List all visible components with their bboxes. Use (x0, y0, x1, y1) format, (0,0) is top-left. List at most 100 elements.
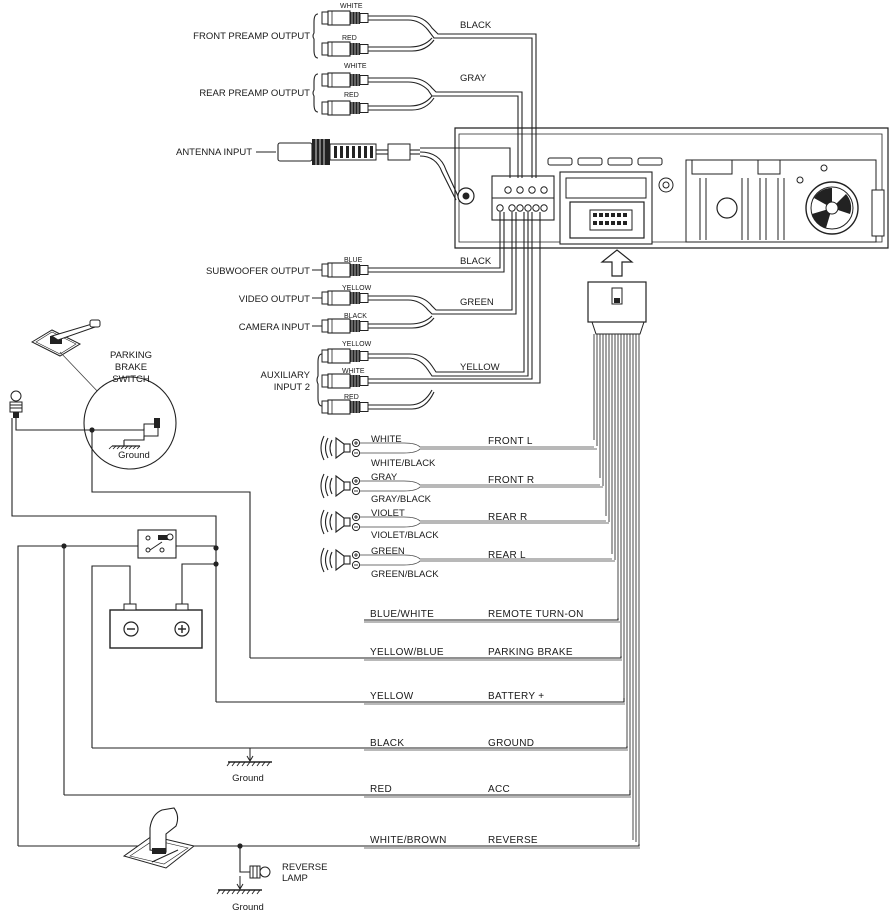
harness-parking-brake: YELLOW/BLUE PARKING BRAKE (250, 647, 622, 661)
speaker-plus-label: GREEN (371, 546, 405, 557)
subwoofer-label: SUBWOOFER OUTPUT (206, 266, 310, 277)
camera-input: CAMERA INPUT BLACK (239, 313, 435, 334)
front-red-plug-label: RED (342, 35, 357, 42)
parking-brake-switch: PARKING BRAKE SWITCH Ground (83, 350, 177, 470)
camera-plug-label: BLACK (344, 313, 367, 320)
speaker-front-l: WHITE WHITE/BLACK FRONT L (320, 434, 597, 469)
head-unit (454, 127, 889, 249)
wire-color-label: RED (370, 784, 392, 795)
aux-label-line2: INPUT 2 (274, 382, 310, 393)
harness-remote-turn-on: BLUE/WHITE REMOTE TURN-ON (364, 609, 620, 623)
up-arrow-icon (600, 249, 634, 277)
rca-plug-icon (321, 318, 369, 334)
rear-preamp-output: REAR PREAMP OUTPUT WHITE RED GRAY (199, 63, 523, 178)
gear-shifter-icon (122, 807, 196, 869)
harness-battery: YELLOW BATTERY + (216, 691, 625, 705)
ground-symbol-icon: Ground (226, 747, 273, 784)
video-label: VIDEO OUTPUT (239, 294, 310, 305)
rca-plug-icon (321, 72, 369, 88)
aux-white-plug-label: WHITE (342, 368, 365, 375)
speaker-rear-r: VIOLET VIOLET/BLACK REAR R (320, 508, 609, 541)
wire-function-label: REVERSE (488, 835, 538, 846)
speaker-rear-l: GREEN GREEN/BLACK REAR L (320, 546, 615, 580)
wire-function-label: GROUND (488, 738, 534, 749)
rca-plug-icon (321, 41, 369, 57)
harness-acc: RED ACC (64, 784, 631, 798)
subwoofer-plug-label: BLUE (344, 257, 363, 264)
parking-ground-label: Ground (118, 450, 150, 461)
wire-color-label: WHITE/BROWN (370, 835, 447, 846)
speaker-icon (320, 509, 361, 535)
speaker-icon (320, 473, 361, 499)
rear-preamp-label: REAR PREAMP OUTPUT (199, 88, 310, 99)
parking-label-line2: BRAKE (115, 362, 147, 373)
reverse-lamp-line2: LAMP (282, 873, 308, 884)
front-preamp-output: FRONT PREAMP OUTPUT WHITE RED BLACK (193, 3, 537, 178)
camera-label: CAMERA INPUT (239, 322, 310, 333)
antenna-label: ANTENNA INPUT (176, 147, 252, 158)
front-white-plug-label: WHITE (340, 3, 363, 10)
ground-symbol-icon: Ground (216, 875, 264, 913)
reverse-lamp-line1: REVERSE (282, 862, 327, 873)
parking-label-line3: SWITCH (112, 374, 150, 385)
antenna-input: ANTENNA INPUT (176, 139, 511, 201)
rca-plug-icon (321, 348, 369, 364)
speaker-name: REAR L (488, 550, 526, 561)
wire-color-label: BLACK (370, 738, 404, 749)
reverse-ground-label: Ground (232, 902, 264, 913)
key-switch-icon (137, 529, 177, 559)
handbrake-icon (30, 319, 101, 357)
rca-plug-icon (321, 373, 369, 389)
speaker-minus-label: VIOLET/BLACK (371, 530, 439, 541)
harness-ground: BLACK GROUND (92, 738, 628, 751)
video-plug-label: YELLOW (342, 285, 372, 292)
harness-reverse: WHITE/BROWN REVERSE (18, 835, 640, 849)
speaker-plus-label: GRAY (371, 472, 398, 483)
rear-white-plug-label: WHITE (344, 63, 367, 70)
reverse-lamp-icon (249, 865, 271, 879)
speaker-minus-label: WHITE/BLACK (371, 458, 436, 469)
aux-red-plug-label: RED (344, 394, 359, 401)
aux-yellow-plug-label: YELLOW (342, 341, 372, 348)
wire-color-label: YELLOW (370, 691, 414, 702)
aux-label-line1: AUXILIARY (261, 370, 311, 381)
subwoofer-output: SUBWOOFER OUTPUT BLUE BLACK (206, 212, 505, 278)
lamp-wire (11, 418, 217, 548)
rca-plug-icon (321, 100, 369, 116)
rca-plug-icon (321, 262, 369, 278)
speaker-icon (320, 547, 361, 573)
video-wire-label: GREEN (460, 297, 494, 308)
rca-plug-icon (321, 10, 369, 26)
wire-color-label: YELLOW/BLUE (370, 647, 444, 658)
wire-function-label: PARKING BRAKE (488, 647, 573, 658)
front-preamp-label: FRONT PREAMP OUTPUT (193, 31, 310, 42)
aux-wire-label: YELLOW (460, 362, 500, 373)
subwoofer-wire-label: BLACK (460, 256, 492, 267)
speaker-front-r: GRAY GRAY/BLACK FRONT R (320, 472, 603, 505)
rca-plug-icon (321, 399, 369, 415)
front-preamp-wire-label: BLACK (460, 20, 492, 31)
speaker-icon (320, 435, 361, 461)
rear-preamp-wire-label: GRAY (460, 73, 487, 84)
speaker-minus-label: GREEN/BLACK (371, 569, 439, 580)
pointer-line (59, 351, 101, 395)
speaker-plus-label: WHITE (371, 434, 402, 445)
speaker-plus-label: VIOLET (371, 508, 405, 519)
speaker-name: FRONT L (488, 436, 533, 447)
speaker-name: REAR R (488, 512, 528, 523)
harness-plug (587, 281, 647, 844)
battery-icon (91, 563, 216, 748)
wire-function-label: ACC (488, 784, 510, 795)
speaker-name: FRONT R (488, 475, 534, 486)
rear-red-plug-label: RED (344, 92, 359, 99)
parking-label-line1: PARKING (110, 350, 152, 361)
speaker-minus-label: GRAY/BLACK (371, 494, 432, 505)
wire-function-label: REMOTE TURN-ON (488, 609, 584, 620)
auxiliary-input-2: AUXILIARY INPUT 2 YELLOW WHITE RED YELLO… (261, 212, 541, 415)
wire-color-label: BLUE/WHITE (370, 609, 434, 620)
indicator-lamp-icon (9, 390, 23, 418)
rca-plug-icon (321, 290, 369, 306)
wire-function-label: BATTERY + (488, 691, 544, 702)
